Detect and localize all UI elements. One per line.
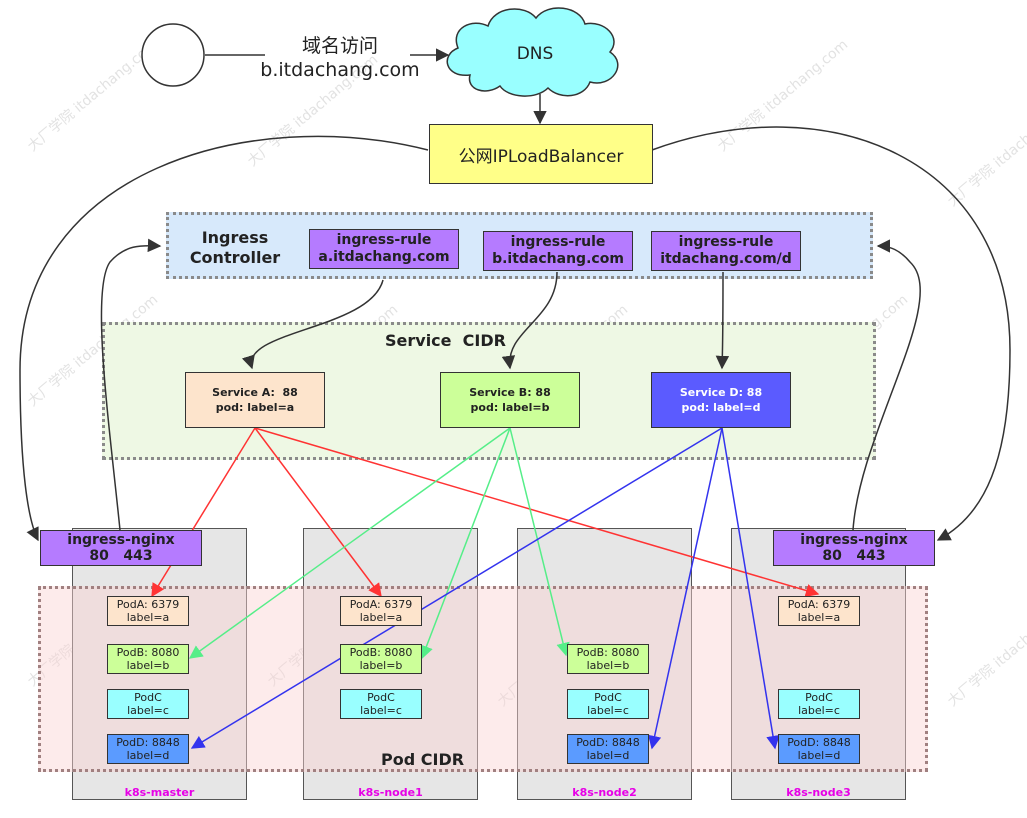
svc-b-to-node2-podb — [509, 427, 570, 657]
pod-label: label=c — [798, 704, 840, 717]
pod-label: label=a — [359, 611, 403, 624]
load-balancer-box: 公网IPLoadBalancer — [429, 124, 653, 184]
node-label-k8s-node3: k8s-node3 — [786, 785, 851, 799]
user-label-line1: 域名访问 — [301, 35, 378, 57]
ingress-rule-d-line1: ingress-rule — [678, 234, 774, 250]
ingress-nginx-master-line2: 80 443 — [89, 548, 153, 564]
pod-c-node3: PodC label=c — [778, 689, 860, 719]
svc-d-to-master-podd — [190, 427, 723, 749]
pod-d-node2: PodD: 8848 label=d — [567, 734, 649, 764]
pod-label: PodD: 8848 — [116, 736, 180, 749]
pod-c-master: PodC label=c — [107, 689, 189, 719]
pod-cidr-title: Pod CIDR — [381, 750, 465, 769]
pod-label: PodA: 6379 — [116, 598, 180, 611]
pod-c-node2: PodC label=c — [567, 689, 649, 719]
ingress-nginx-master-line1: ingress-nginx — [67, 532, 175, 548]
master-nginx-to-ingress — [100, 238, 162, 531]
ingress-rule-a: ingress-rule a.itdachang.com — [309, 229, 459, 269]
service-cidr-title: Service CIDR — [385, 331, 506, 350]
user-label: 域名访问 b.itdachang.com — [240, 32, 440, 84]
rule-d-to-service-d — [715, 271, 730, 370]
pod-label: PodB: 8080 — [576, 646, 640, 659]
ingress-rule-a-line1: ingress-rule — [336, 232, 432, 248]
ingress-controller-title-line2: Controller — [189, 248, 281, 267]
pod-label: label=d — [126, 749, 170, 762]
pod-a-node3: PodA: 6379 label=a — [778, 596, 860, 626]
pod-label: PodA: 6379 — [349, 598, 413, 611]
service-d-box: Service D: 88 pod: label=d — [651, 372, 791, 428]
ingress-nginx-node3: ingress-nginx 80 443 — [773, 530, 935, 566]
user-circle — [141, 23, 205, 87]
ingress-nginx-master: ingress-nginx 80 443 — [40, 530, 202, 566]
node3-nginx-to-ingress — [852, 239, 921, 531]
pod-label: PodC — [367, 691, 395, 704]
ingress-rule-d-line2: itdachang.com/d — [660, 251, 792, 267]
rule-b-to-service-b — [501, 271, 558, 370]
lb-to-node3-nginx-arc — [651, 126, 1011, 541]
pod-label: PodD: 8848 — [787, 736, 851, 749]
ingress-nginx-node3-line1: ingress-nginx — [800, 532, 908, 548]
pod-label: PodA: 6379 — [787, 598, 851, 611]
ingress-nginx-node3-line2: 80 443 — [822, 548, 886, 564]
pod-label: label=d — [586, 749, 630, 762]
ingress-controller-title: Ingress Controller — [180, 226, 290, 270]
pod-label: label=b — [586, 659, 630, 672]
ingress-rule-b-line2: b.itdachang.com — [492, 251, 624, 267]
pod-label: label=a — [126, 611, 170, 624]
pod-b-node2: PodB: 8080 label=b — [567, 644, 649, 674]
service-d-line2: pod: label=d — [681, 401, 761, 414]
pod-label: PodC — [134, 691, 162, 704]
ingress-rule-d: ingress-rule itdachang.com/d — [651, 231, 801, 271]
pod-label: PodD: 8848 — [576, 736, 640, 749]
pod-b-master: PodB: 8080 label=b — [107, 644, 189, 674]
pod-label: label=b — [359, 659, 403, 672]
dns-label: DNS — [516, 44, 554, 64]
pod-label: label=a — [797, 611, 841, 624]
svc-a-to-master-poda — [151, 427, 256, 598]
pod-label: label=c — [587, 704, 629, 717]
service-a-box: Service A: 88 pod: label=a — [185, 372, 325, 428]
service-d-line1: Service D: 88 — [679, 386, 763, 399]
pod-label: PodB: 8080 — [116, 646, 180, 659]
service-b-box: Service B: 88 pod: label=b — [440, 372, 580, 428]
ingress-controller-title-line1: Ingress — [201, 228, 269, 247]
pod-a-node1: PodA: 6379 label=a — [340, 596, 422, 626]
ingress-rule-b-line1: ingress-rule — [510, 234, 606, 250]
svc-d-to-node2-podd — [648, 427, 723, 750]
pod-d-master: PodD: 8848 label=d — [107, 734, 189, 764]
dns-cloud — [446, 7, 619, 97]
lb-to-master-nginx-arc — [19, 135, 429, 542]
pod-label: PodC — [594, 691, 622, 704]
rule-a-to-service-a — [241, 279, 384, 370]
service-a-line1: Service A: 88 — [212, 386, 298, 399]
service-b-line1: Service B: 88 — [469, 386, 551, 399]
pod-label: PodC — [805, 691, 833, 704]
ingress-rule-b: ingress-rule b.itdachang.com — [483, 231, 633, 271]
pod-label: PodB: 8080 — [349, 646, 413, 659]
pod-label: label=d — [797, 749, 841, 762]
svc-a-to-node3-poda — [254, 427, 820, 598]
load-balancer-label: 公网IPLoadBalancer — [458, 146, 624, 167]
pod-b-node1: PodB: 8080 label=b — [340, 644, 422, 674]
svc-a-to-node1-poda — [254, 427, 382, 598]
service-a-line2: pod: label=a — [215, 401, 295, 414]
ingress-rule-a-line2: a.itdachang.com — [318, 249, 450, 265]
service-b-line2: pod: label=b — [470, 401, 550, 414]
pod-a-master: PodA: 6379 label=a — [107, 596, 189, 626]
user-label-line2: b.itdachang.com — [260, 59, 420, 81]
svc-b-to-node1-podb — [420, 427, 511, 660]
node-label-k8s-master: k8s-master — [124, 785, 195, 799]
pod-d-node3: PodD: 8848 label=d — [778, 734, 860, 764]
node-label-k8s-node1: k8s-node1 — [358, 785, 423, 799]
pod-c-node1: PodC label=c — [340, 689, 422, 719]
pod-label: label=c — [127, 704, 169, 717]
pod-label: label=c — [360, 704, 402, 717]
node-label-k8s-node2: k8s-node2 — [572, 785, 637, 799]
svc-d-to-node3-podd — [721, 427, 780, 750]
pod-label: label=b — [126, 659, 170, 672]
svc-b-to-master-podb — [188, 427, 511, 659]
